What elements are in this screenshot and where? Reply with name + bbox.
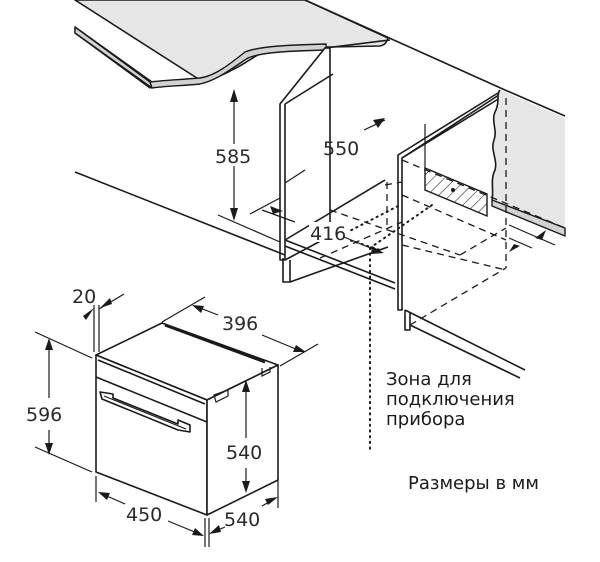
dim-585-arrow-bottom bbox=[230, 208, 238, 221]
connection-zone-line3: прибора bbox=[386, 409, 465, 430]
dim-450-label: 450 bbox=[126, 504, 162, 526]
niche-shelf-back bbox=[284, 179, 386, 241]
oven-top-back-ridge bbox=[164, 323, 266, 364]
dim-396-arrow2 bbox=[293, 345, 306, 352]
oven-handle-line bbox=[103, 395, 187, 430]
dim-540d-arrow-left bbox=[209, 525, 221, 534]
dim-596-label: 596 bbox=[26, 404, 62, 426]
connection-zone-line1: Зона для bbox=[386, 369, 472, 390]
dash-floor-4 bbox=[319, 221, 403, 259]
oven-control-panel-line bbox=[95, 376, 208, 423]
dim-396-label: 396 bbox=[222, 313, 258, 335]
floor-line-right2 bbox=[409, 324, 521, 379]
right-panel-top bbox=[401, 97, 501, 159]
dim-550-arrow-left bbox=[270, 206, 283, 214]
dim-540d-arrow-right bbox=[265, 497, 278, 505]
right-plinth bbox=[404, 310, 411, 331]
dim-585-ext-bottom bbox=[217, 214, 281, 243]
gap-line-2 bbox=[508, 237, 533, 249]
dim-550-line-left bbox=[284, 169, 306, 184]
dash-floor-3 bbox=[459, 227, 507, 256]
dash-floor-5 bbox=[409, 267, 507, 326]
dim-20-arrow-left bbox=[83, 308, 94, 320]
dash-floor-2 bbox=[329, 209, 461, 256]
connection-box-hatched bbox=[424, 166, 488, 218]
oven-front-frame-top bbox=[97, 359, 206, 405]
units-note: Размеры в мм bbox=[408, 473, 539, 494]
dim-596-ext-top bbox=[34, 331, 93, 359]
dim-596-arrow-bottom bbox=[45, 443, 53, 455]
oven-side-bracket bbox=[213, 389, 229, 403]
notes: Зона для подключения прибора Размеры в м… bbox=[386, 369, 539, 494]
dim-416-label: 416 bbox=[310, 223, 346, 245]
floor-line-left bbox=[74, 171, 286, 256]
dim-540v-arrow-top bbox=[242, 380, 250, 392]
connection-zone-line2: подключения bbox=[386, 389, 515, 410]
dim-396-arrow1 bbox=[192, 305, 204, 313]
dim-596-ext-bottom bbox=[34, 446, 93, 473]
dim-540-vertical-label: 540 bbox=[226, 442, 262, 464]
dim-596-arrow-top bbox=[45, 338, 53, 350]
dim-540-depth-label: 540 bbox=[224, 509, 260, 531]
oven-rear-notch bbox=[261, 367, 271, 377]
dim-550-ext bbox=[249, 197, 281, 215]
gap-arrow-1 bbox=[535, 230, 546, 240]
dim-396-ext2 bbox=[279, 343, 319, 367]
dim-450-arrow-left bbox=[98, 492, 110, 500]
wall-right-line bbox=[504, 89, 566, 117]
floor-line-right bbox=[404, 309, 526, 371]
countertop-curve-edge bbox=[149, 43, 327, 89]
gap-arrow-2 bbox=[509, 244, 520, 252]
niche-top-back bbox=[324, 39, 391, 49]
wall-top-line bbox=[304, 0, 506, 91]
gap-line-1 bbox=[508, 224, 556, 246]
dim-20-arrow-right bbox=[100, 298, 112, 308]
dim-585-arrow-top bbox=[230, 89, 238, 102]
back-wall-strip bbox=[491, 199, 566, 237]
dim-416-arrow bbox=[371, 246, 384, 254]
dim-20-label: 20 bbox=[72, 286, 96, 308]
connection-point bbox=[451, 188, 455, 192]
dim-396-ext1 bbox=[161, 296, 206, 323]
cabinet-assembly: 585 550 416 bbox=[74, 0, 566, 453]
oven-assembly: 20 396 596 540 450 bbox=[26, 286, 319, 547]
left-plinth bbox=[282, 258, 291, 283]
niche-shelf-front2 bbox=[284, 245, 396, 290]
niche-shelf-front bbox=[284, 239, 396, 284]
dim-550-ext2 bbox=[261, 209, 296, 223]
left-panel-top-inner bbox=[284, 73, 334, 105]
dim-540v-arrow-bottom bbox=[242, 481, 250, 493]
dim-550-label: 550 bbox=[323, 138, 359, 160]
dim-450-arrow-right bbox=[192, 528, 204, 536]
dotted-connection-2 bbox=[369, 204, 433, 249]
dash-mid bbox=[401, 194, 507, 241]
dash-back-bottom bbox=[384, 181, 403, 186]
dash-floor-1 bbox=[401, 244, 507, 271]
dim-585-label: 585 bbox=[215, 146, 251, 168]
torn-edge bbox=[491, 89, 501, 201]
dim-550-arrow bbox=[373, 118, 385, 128]
back-wall-cutaway bbox=[492, 90, 565, 230]
